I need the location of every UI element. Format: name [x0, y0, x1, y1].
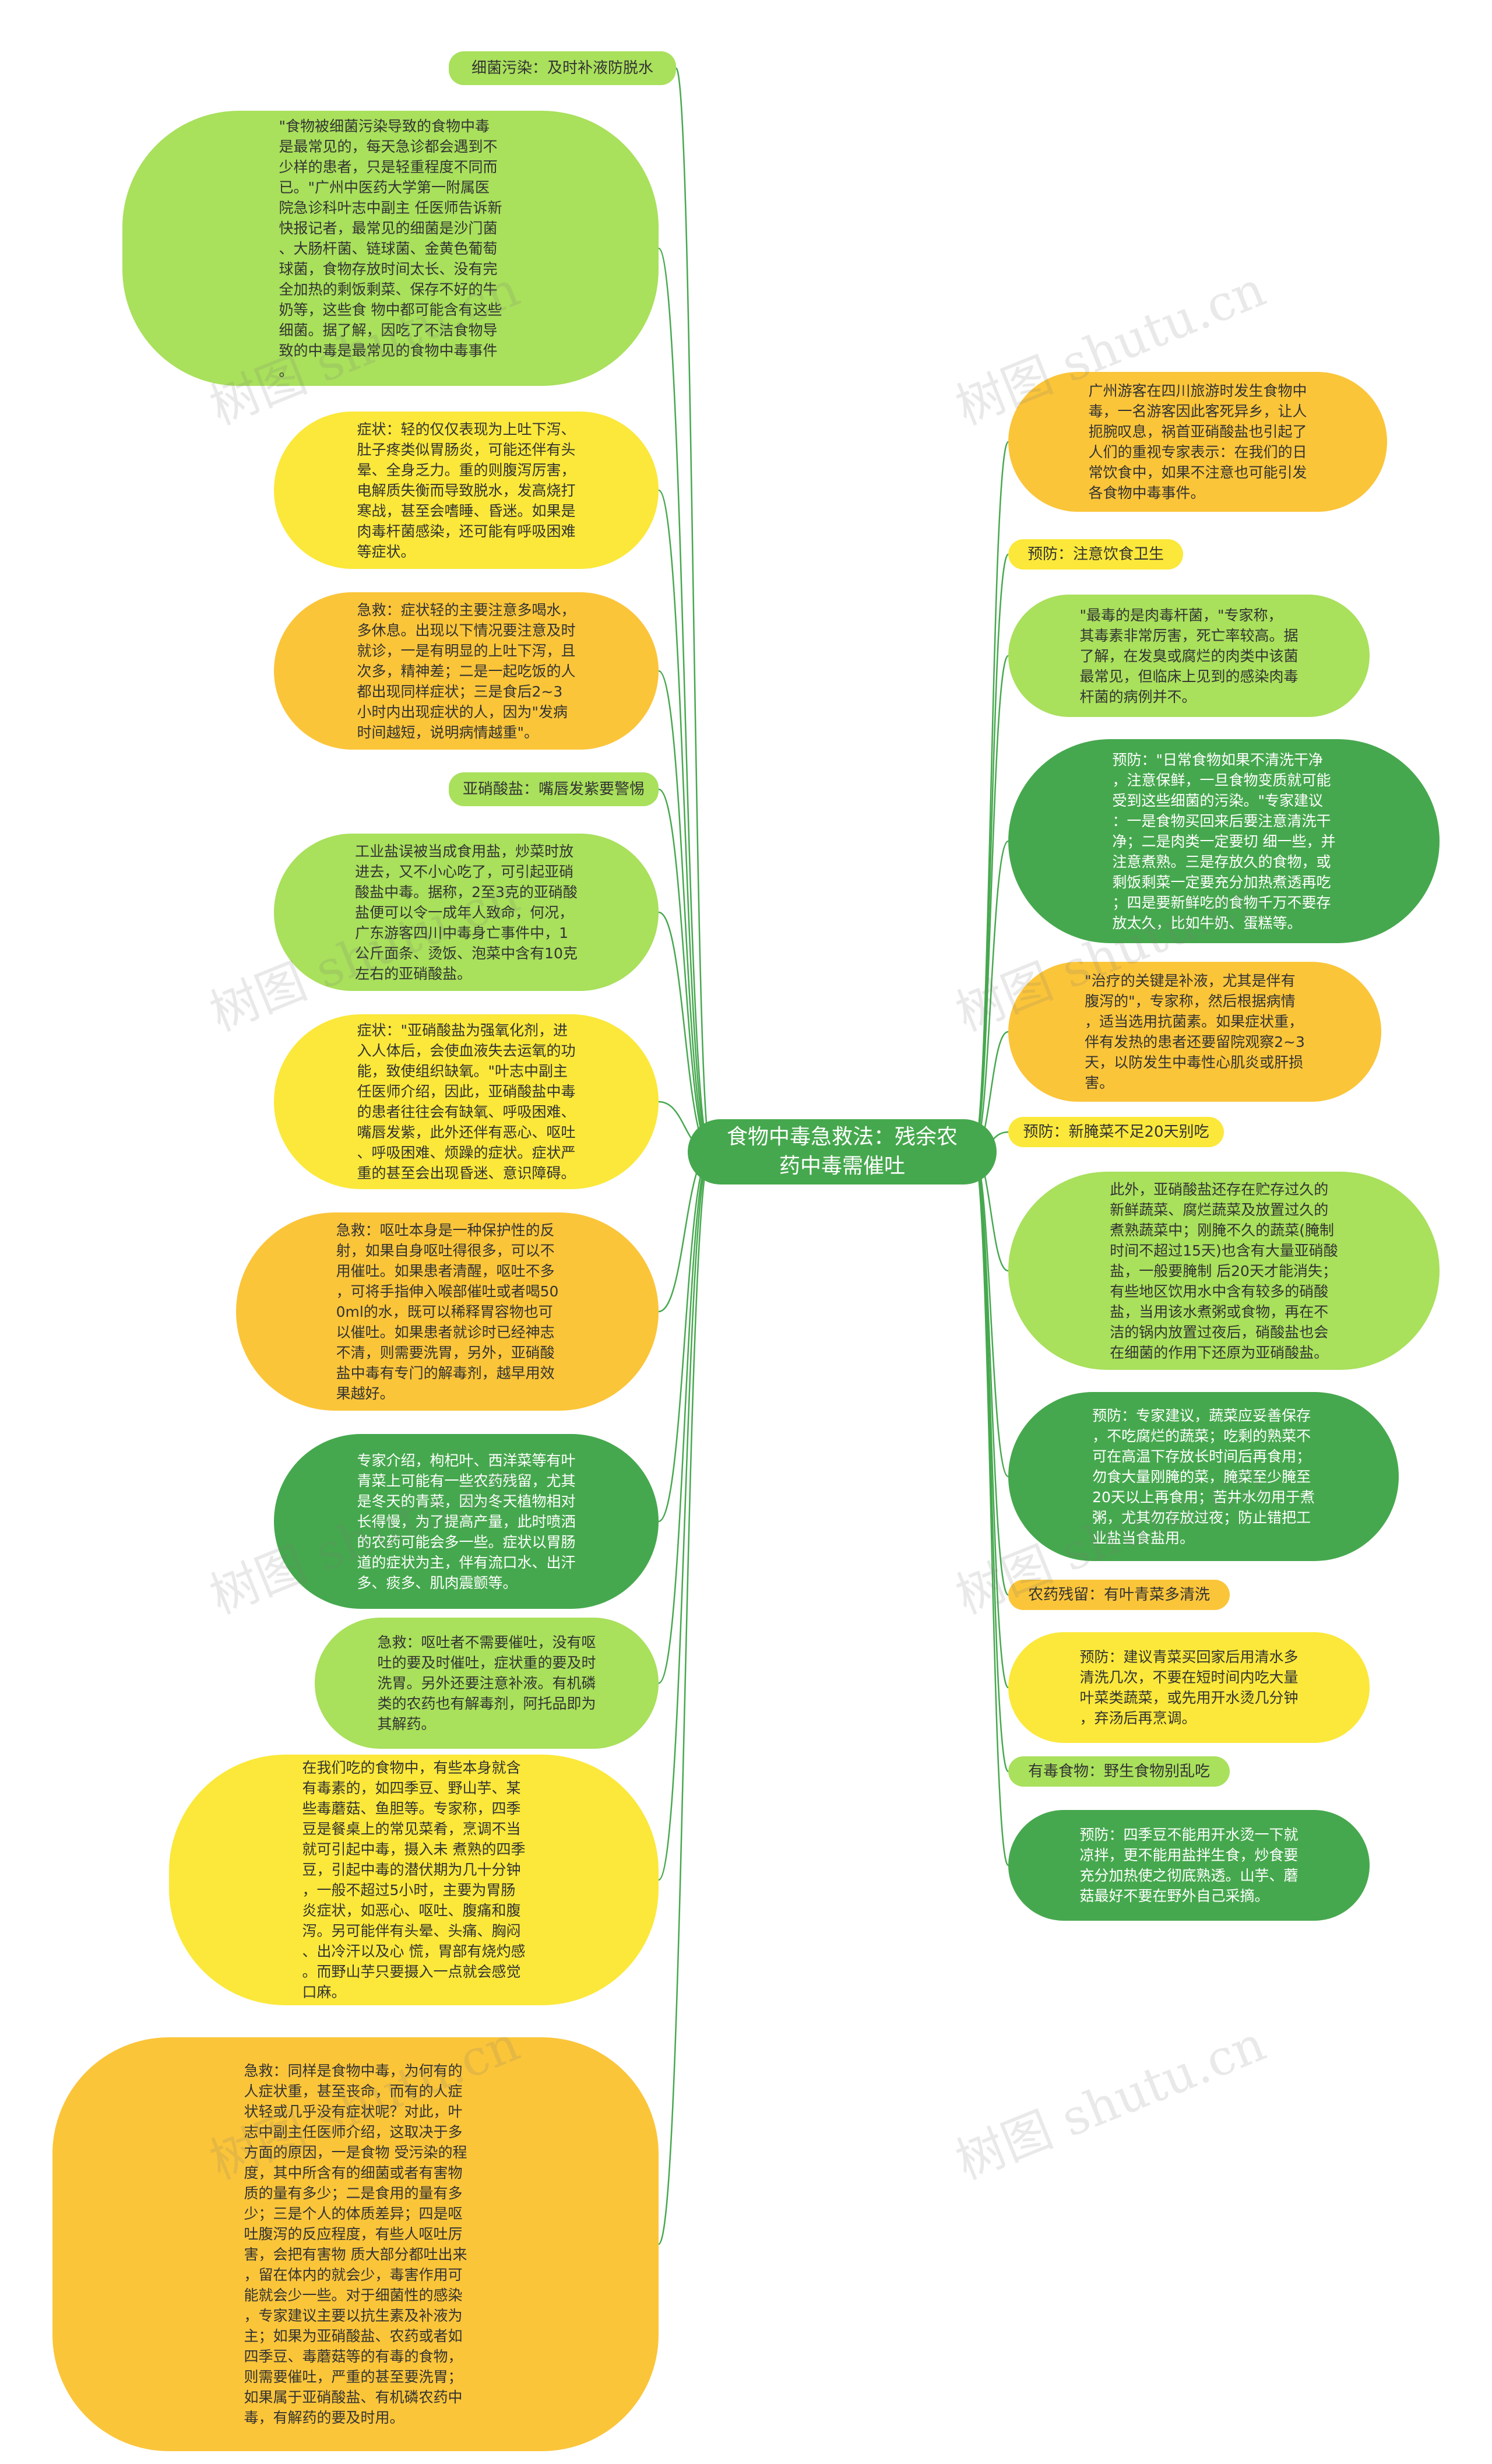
connector-line: [658, 489, 712, 1153]
nitrite-sources-card[interactable]: 此外，亚硝酸盐还存在贮存过久的 新鲜蔬菜、腐烂蔬菜及放置过久的 煮熟蔬菜中；刚腌…: [1008, 1172, 1440, 1370]
topic-label: 有毒食物：野生食物别乱吃: [1027, 1762, 1210, 1780]
card-text: 症状：轻的仅仅表现为上吐下泻、 肚子疼类似胃肠炎，可能还伴有头 晕、全身乏力。重…: [357, 420, 576, 560]
card-text: 专家介绍，枸杞叶、西洋菜等有叶 青菜上可能有一些农药残留，尤其 是冬天的青菜，因…: [357, 1451, 576, 1591]
topic-label: 细菌污染：及时补液防脱水: [471, 59, 653, 77]
connector-line: [657, 1151, 712, 2245]
connector-line: [972, 1151, 1009, 1773]
connector-line: [972, 553, 1009, 1153]
topic-label: 预防：注意饮食卫生: [1027, 545, 1164, 563]
connector-line: [972, 1151, 1009, 1596]
connector-line: [972, 1151, 1009, 1867]
card-text: 急救：呕吐者不需要催吐，没有呕 吐的要及时催吐，症状重的要及时 洗胃。另外还要注…: [377, 1634, 596, 1732]
connector-line: [675, 67, 712, 1153]
topic-nitrite[interactable]: 亚硝酸盐：嘴唇发紫要警惕: [449, 772, 659, 806]
botulinum-card[interactable]: "最毒的是肉毒杆菌，"专家称， 其毒素非常厉害，死亡率较高。据 了解，在发臭或腐…: [1008, 595, 1370, 717]
card-text: 急救：呕吐本身是一种保护性的反 射，如果自身呕吐得很多，可以不 用催吐。如果患者…: [336, 1221, 559, 1402]
card-text: 在我们吃的食物中，有些本身就含 有毒素的，如四季豆、野山芋、某 些毒蘑菇、鱼胆等…: [302, 1759, 526, 2001]
bacteria-symptom-card[interactable]: 症状：轻的仅仅表现为上吐下泻、 肚子疼类似胃肠炎，可能还伴有头 晕、全身乏力。重…: [274, 412, 659, 569]
card-text: 急救：症状轻的主要注意多喝水， 多休息。出现以下情况要注意及时 就诊，一是有明显…: [357, 601, 576, 741]
topic-label: 预防：新腌菜不足20天别吃: [1023, 1123, 1209, 1141]
prevent-nitrite-card[interactable]: 预防：专家建议，蔬菜应妥善保存 ，不吃腐烂的蔬菜；吃剩的熟菜不 可在高温下存放长…: [1008, 1392, 1399, 1561]
card-text: 预防：四季豆不能用开水烫一下就 凉拌，更不能用盐拌生食，炒食要 充分加热使之彻底…: [1079, 1826, 1299, 1904]
card-text: 预防：专家建议，蔬菜应妥善保存 ，不吃腐烂的蔬菜；吃剩的熟菜不 可在高温下存放长…: [1092, 1407, 1315, 1546]
card-text: 预防：建议青菜买回家后用清水多 清洗几次，不要在短时间内吃大量 叶菜类蔬菜，或先…: [1079, 1648, 1299, 1727]
treatment-card[interactable]: "治疗的关键是补液，尤其是伴有 腹泻的"，专家称，然后根据病情 ，适当选用抗菌素…: [1008, 962, 1381, 1102]
nitrite-symptom-card[interactable]: 症状："亚硝酸盐为强氧化剂，进 入人体后，会使血液失去运氧的功 能，致使组织缺氧…: [274, 1014, 659, 1189]
card-text: 工业盐误被当成食用盐，炒菜时放 进去，又不小心吃了，可引起亚硝 酸盐中毒。据称，…: [355, 842, 578, 982]
card-text: 症状："亚硝酸盐为强氧化剂，进 入人体后，会使血液失去运氧的功 能，致使组织缺氧…: [357, 1022, 576, 1182]
nitrite-intro-card[interactable]: 工业盐误被当成食用盐，炒菜时放 进去，又不小心吃了，可引起亚硝 酸盐中毒。据称，…: [274, 834, 659, 991]
prevent-bacteria-card[interactable]: 预防："日常食物如果不清洗干净 ，注意保鲜，一旦食物变质就可能 受到这些细菌的污…: [1008, 739, 1440, 943]
nitrite-firstaid-card[interactable]: 急救：呕吐本身是一种保护性的反 射，如果自身呕吐得很多，可以不 用催吐。如果患者…: [236, 1212, 659, 1411]
topic-prevent-hygiene[interactable]: 预防：注意饮食卫生: [1008, 539, 1183, 570]
toxic-food-intro-card[interactable]: 在我们吃的食物中，有些本身就含 有毒素的，如四季豆、野山芋、某 些毒蘑菇、鱼胆等…: [169, 1755, 659, 2005]
card-text: 广州游客在四川旅游时发生食物中 毒，一名游客因此客死异乡，让人 扼腕叹息，祸首亚…: [1088, 382, 1307, 501]
connector-line: [972, 441, 1009, 1153]
topic-toxic-food[interactable]: 有毒食物：野生食物别乱吃: [1008, 1756, 1230, 1787]
pesticide-intro-card[interactable]: 专家介绍，枸杞叶、西洋菜等有叶 青菜上可能有一些农药残留，尤其 是冬天的青菜，因…: [274, 1434, 659, 1609]
connector-line: [657, 247, 712, 1153]
root-topic[interactable]: 食物中毒急救法：残余农 药中毒需催吐: [688, 1119, 997, 1184]
connector-line: [658, 911, 712, 1153]
bacteria-firstaid-card[interactable]: 急救：症状轻的主要注意多喝水， 多休息。出现以下情况要注意及时 就诊，一是有明显…: [274, 592, 659, 750]
connector-line: [658, 670, 712, 1153]
topic-label: 亚硝酸盐：嘴唇发紫要警惕: [462, 780, 645, 798]
card-text: "食物被细菌污染导致的食物中毒 是最常见的，每天急诊都会遇到不 少样的患者，只是…: [279, 117, 502, 379]
topic-label: 农药残留：有叶青菜多清洗: [1027, 1586, 1210, 1604]
nitrite-incident-card[interactable]: 广州游客在四川旅游时发生食物中 毒，一名游客因此客死异乡，让人 扼腕叹息，祸首亚…: [1008, 372, 1387, 512]
topic-pesticide[interactable]: 农药残留：有叶青菜多清洗: [1008, 1580, 1230, 1610]
prevent-pesticide-card[interactable]: 预防：建议青菜买回家后用清水多 清洗几次，不要在短时间内吃大量 叶菜类蔬菜，或先…: [1008, 1632, 1370, 1743]
card-text: "最毒的是肉毒杆菌，"专家称， 其毒素非常厉害，死亡率较高。据 了解，在发臭或腐…: [1079, 606, 1299, 705]
connector-line: [973, 1151, 1009, 1478]
pesticide-firstaid-card[interactable]: 急救：呕吐者不需要催吐，没有呕 吐的要及时催吐，症状重的要及时 洗胃。另外还要注…: [315, 1618, 659, 1749]
connector-line: [658, 1151, 712, 1684]
card-text: 预防："日常食物如果不清洗干净 ，注意保鲜，一旦食物变质就可能 受到这些细菌的污…: [1112, 751, 1336, 932]
watermark: 树图 shutu.cn: [948, 2015, 1273, 2191]
card-text: 此外，亚硝酸盐还存在贮存过久的 新鲜蔬菜、腐烂蔬菜及放置过久的 煮熟蔬菜中；刚腌…: [1110, 1180, 1338, 1361]
prevent-toxic-food-card[interactable]: 预防：四季豆不能用开水烫一下就 凉拌，更不能用盐拌生食，炒食要 充分加热使之彻底…: [1008, 1810, 1370, 1921]
bacteria-intro-card[interactable]: "食物被细菌污染导致的食物中毒 是最常见的，每天急诊都会遇到不 少样的患者，只是…: [122, 111, 659, 386]
topic-bacteria[interactable]: 细菌污染：及时补液防脱水: [449, 51, 676, 85]
connector-line: [658, 1151, 712, 1881]
topic-pickled-veg[interactable]: 预防：新腌菜不足20天别吃: [1008, 1117, 1224, 1147]
card-text: "治疗的关键是补液，尤其是伴有 腹泻的"，专家称，然后根据病情 ，适当选用抗菌素…: [1085, 972, 1305, 1091]
connector-line: [658, 1151, 712, 1523]
root-topic-label: 食物中毒急救法：残余农 药中毒需催吐: [726, 1125, 958, 1178]
toxic-food-firstaid-card[interactable]: 急救：同样是食物中毒，为何有的 人症状重，甚至丧命，而有的人症 状轻或几乎没有症…: [52, 2037, 659, 2451]
connector-line: [658, 788, 712, 1153]
connector-line: [972, 655, 1009, 1153]
card-text: 急救：同样是食物中毒，为何有的 人症状重，甚至丧命，而有的人症 状轻或几乎没有症…: [244, 2062, 467, 2426]
